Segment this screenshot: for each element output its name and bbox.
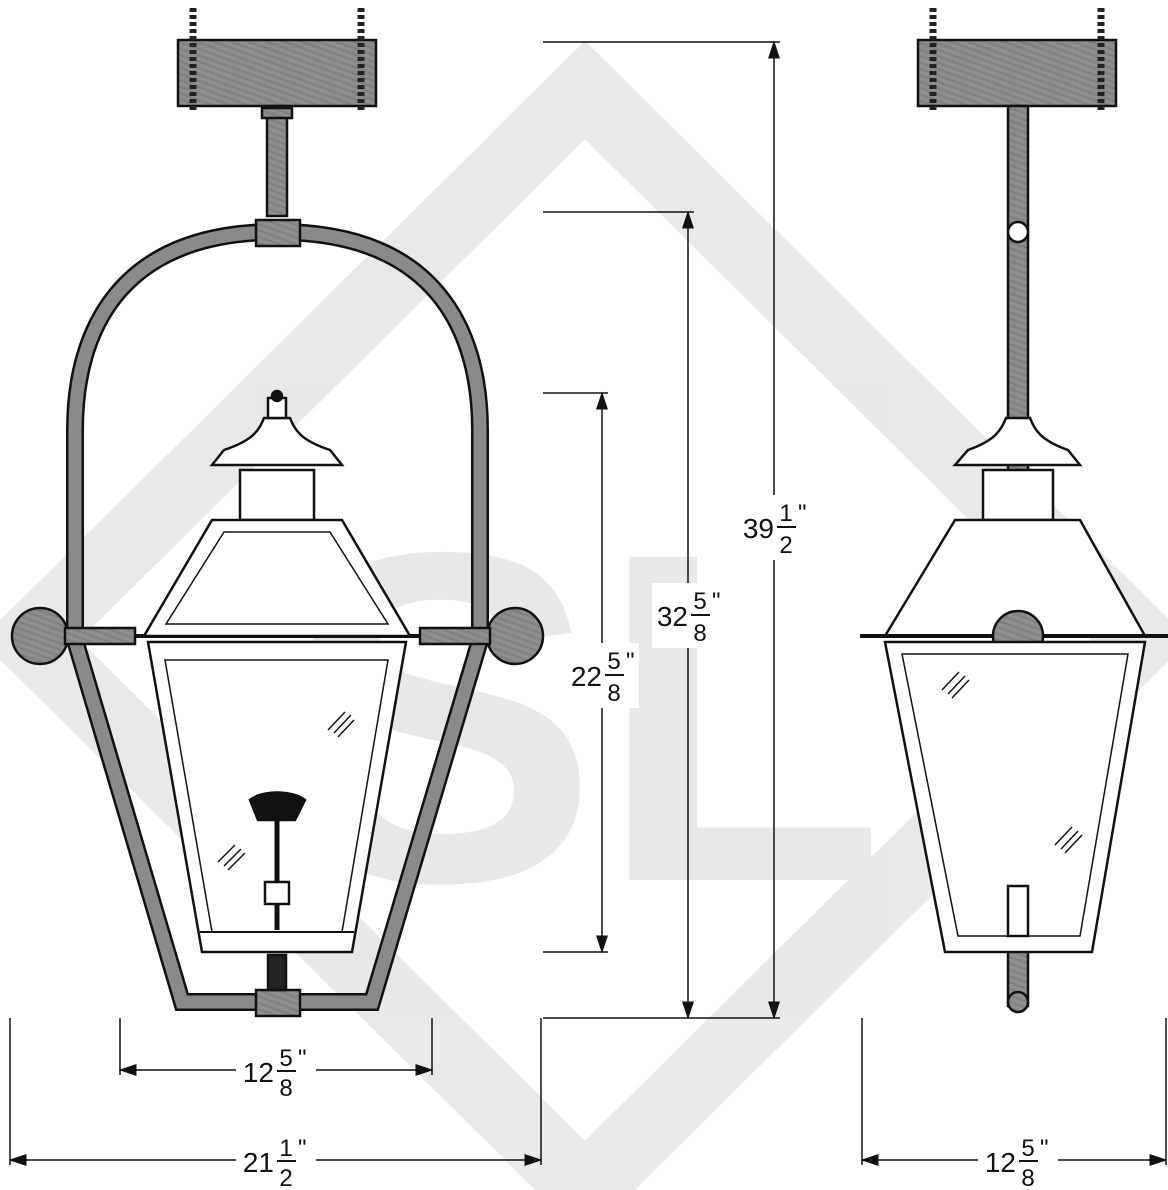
svg-text:": " xyxy=(712,588,721,615)
svg-text:5: 5 xyxy=(607,648,620,675)
svg-text:8: 8 xyxy=(279,1075,292,1102)
dim-yoke-height: 32 5 8 " xyxy=(657,588,721,647)
svg-text:": " xyxy=(1040,1135,1049,1162)
svg-text:5: 5 xyxy=(693,588,706,615)
side-view xyxy=(860,8,1168,1014)
svg-text:21: 21 xyxy=(243,1147,274,1178)
svg-text:2: 2 xyxy=(279,1165,292,1190)
dim-side-depth: 12 5 8 " xyxy=(985,1135,1049,1190)
dim-overall-height: 39 1 2 " xyxy=(743,500,807,559)
svg-text:12: 12 xyxy=(243,1057,274,1088)
svg-text:1: 1 xyxy=(279,1135,292,1162)
dim-front-overall-width: 21 1 2 " xyxy=(243,1135,307,1190)
svg-text:12: 12 xyxy=(985,1147,1016,1178)
svg-text:": " xyxy=(298,1135,307,1162)
svg-text:8: 8 xyxy=(1021,1165,1034,1190)
svg-text:2: 2 xyxy=(779,532,792,559)
dim-body-height: 22 5 8 " xyxy=(571,648,635,707)
front-stem xyxy=(265,104,289,218)
svg-text:1: 1 xyxy=(779,500,792,527)
front-view xyxy=(10,8,545,1018)
svg-text:": " xyxy=(626,648,635,675)
side-ceiling-block xyxy=(916,38,1118,108)
dim-front-body-width: 12 5 8 " xyxy=(243,1045,307,1102)
svg-text:": " xyxy=(798,500,807,527)
svg-text:5: 5 xyxy=(279,1045,292,1072)
svg-text:22: 22 xyxy=(571,661,602,692)
svg-text:32: 32 xyxy=(657,601,688,632)
svg-text:8: 8 xyxy=(693,620,706,647)
svg-text:": " xyxy=(298,1045,307,1072)
svg-text:39: 39 xyxy=(743,513,774,544)
svg-text:8: 8 xyxy=(607,680,620,707)
svg-text:5: 5 xyxy=(1021,1135,1034,1162)
front-ceiling-block xyxy=(176,38,378,108)
watermark: SL xyxy=(0,40,1168,1190)
